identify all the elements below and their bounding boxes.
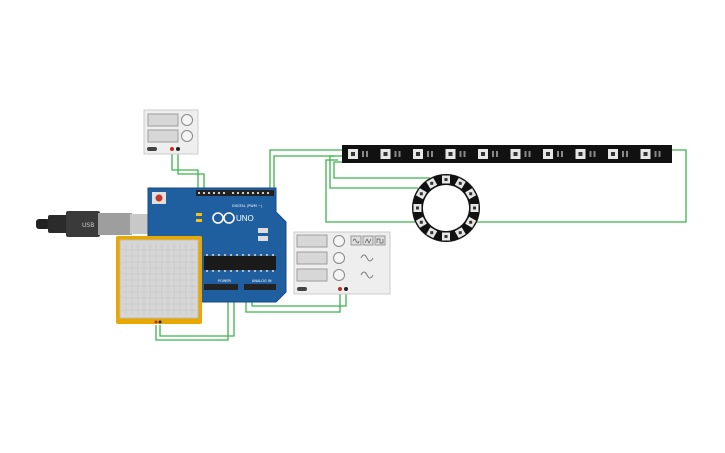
terminal-black[interactable] [344, 287, 348, 291]
analog-header[interactable] [244, 284, 276, 290]
knob-icon[interactable] [181, 114, 193, 126]
knob-icon[interactable] [333, 235, 345, 247]
usb-cable-icon[interactable]: USB [36, 211, 160, 237]
sine-wave-icon [360, 271, 374, 279]
wire-top-left-2 [177, 150, 205, 190]
terminal-red[interactable] [338, 287, 342, 291]
triangle-wave-icon [364, 238, 372, 244]
power-switch[interactable] [147, 147, 157, 151]
wire-strip-ring-3 [333, 161, 430, 179]
analog-label: ANALOG IN [252, 279, 272, 283]
square-wave-icon [376, 238, 384, 244]
mini-breadboard[interactable] [116, 236, 202, 324]
terminal-black[interactable] [176, 147, 180, 151]
function-generator[interactable] [293, 231, 391, 295]
wire-bottom-1 [155, 290, 229, 341]
atmega-chip [204, 256, 276, 270]
knob-icon[interactable] [181, 130, 193, 142]
terminal-red[interactable] [170, 147, 174, 151]
arduino-logo-icon [212, 212, 235, 224]
board-brand-label: UNO [236, 214, 254, 223]
sine-wave-icon [352, 238, 360, 244]
power-supply-small[interactable] [143, 109, 199, 155]
knob-icon[interactable] [333, 269, 345, 281]
sine-wave-icon [360, 254, 374, 262]
led-ring[interactable] [412, 174, 480, 242]
wire-top-left [171, 150, 199, 190]
ring-pixels [413, 175, 479, 241]
power-header[interactable] [204, 284, 238, 290]
knob-icon[interactable] [333, 252, 345, 264]
led-strip[interactable] [342, 145, 672, 163]
digital-header[interactable] [196, 190, 274, 196]
wire-strip-ring-1 [329, 155, 418, 189]
power-switch[interactable] [297, 287, 307, 291]
wire-strip-ring-2 [325, 149, 687, 223]
wire-strip-vcc [273, 155, 342, 190]
board-subtitle: DIGITAL (PWM ~) [232, 204, 263, 208]
wire-bottom-2 [159, 290, 235, 337]
svg-text:USB: USB [82, 222, 94, 229]
strip-pixels [348, 149, 661, 159]
wave-buttons[interactable] [350, 235, 386, 246]
power-label: POWER [218, 279, 232, 283]
breadboard-grid [122, 244, 196, 314]
wire-strip-data [269, 149, 342, 190]
